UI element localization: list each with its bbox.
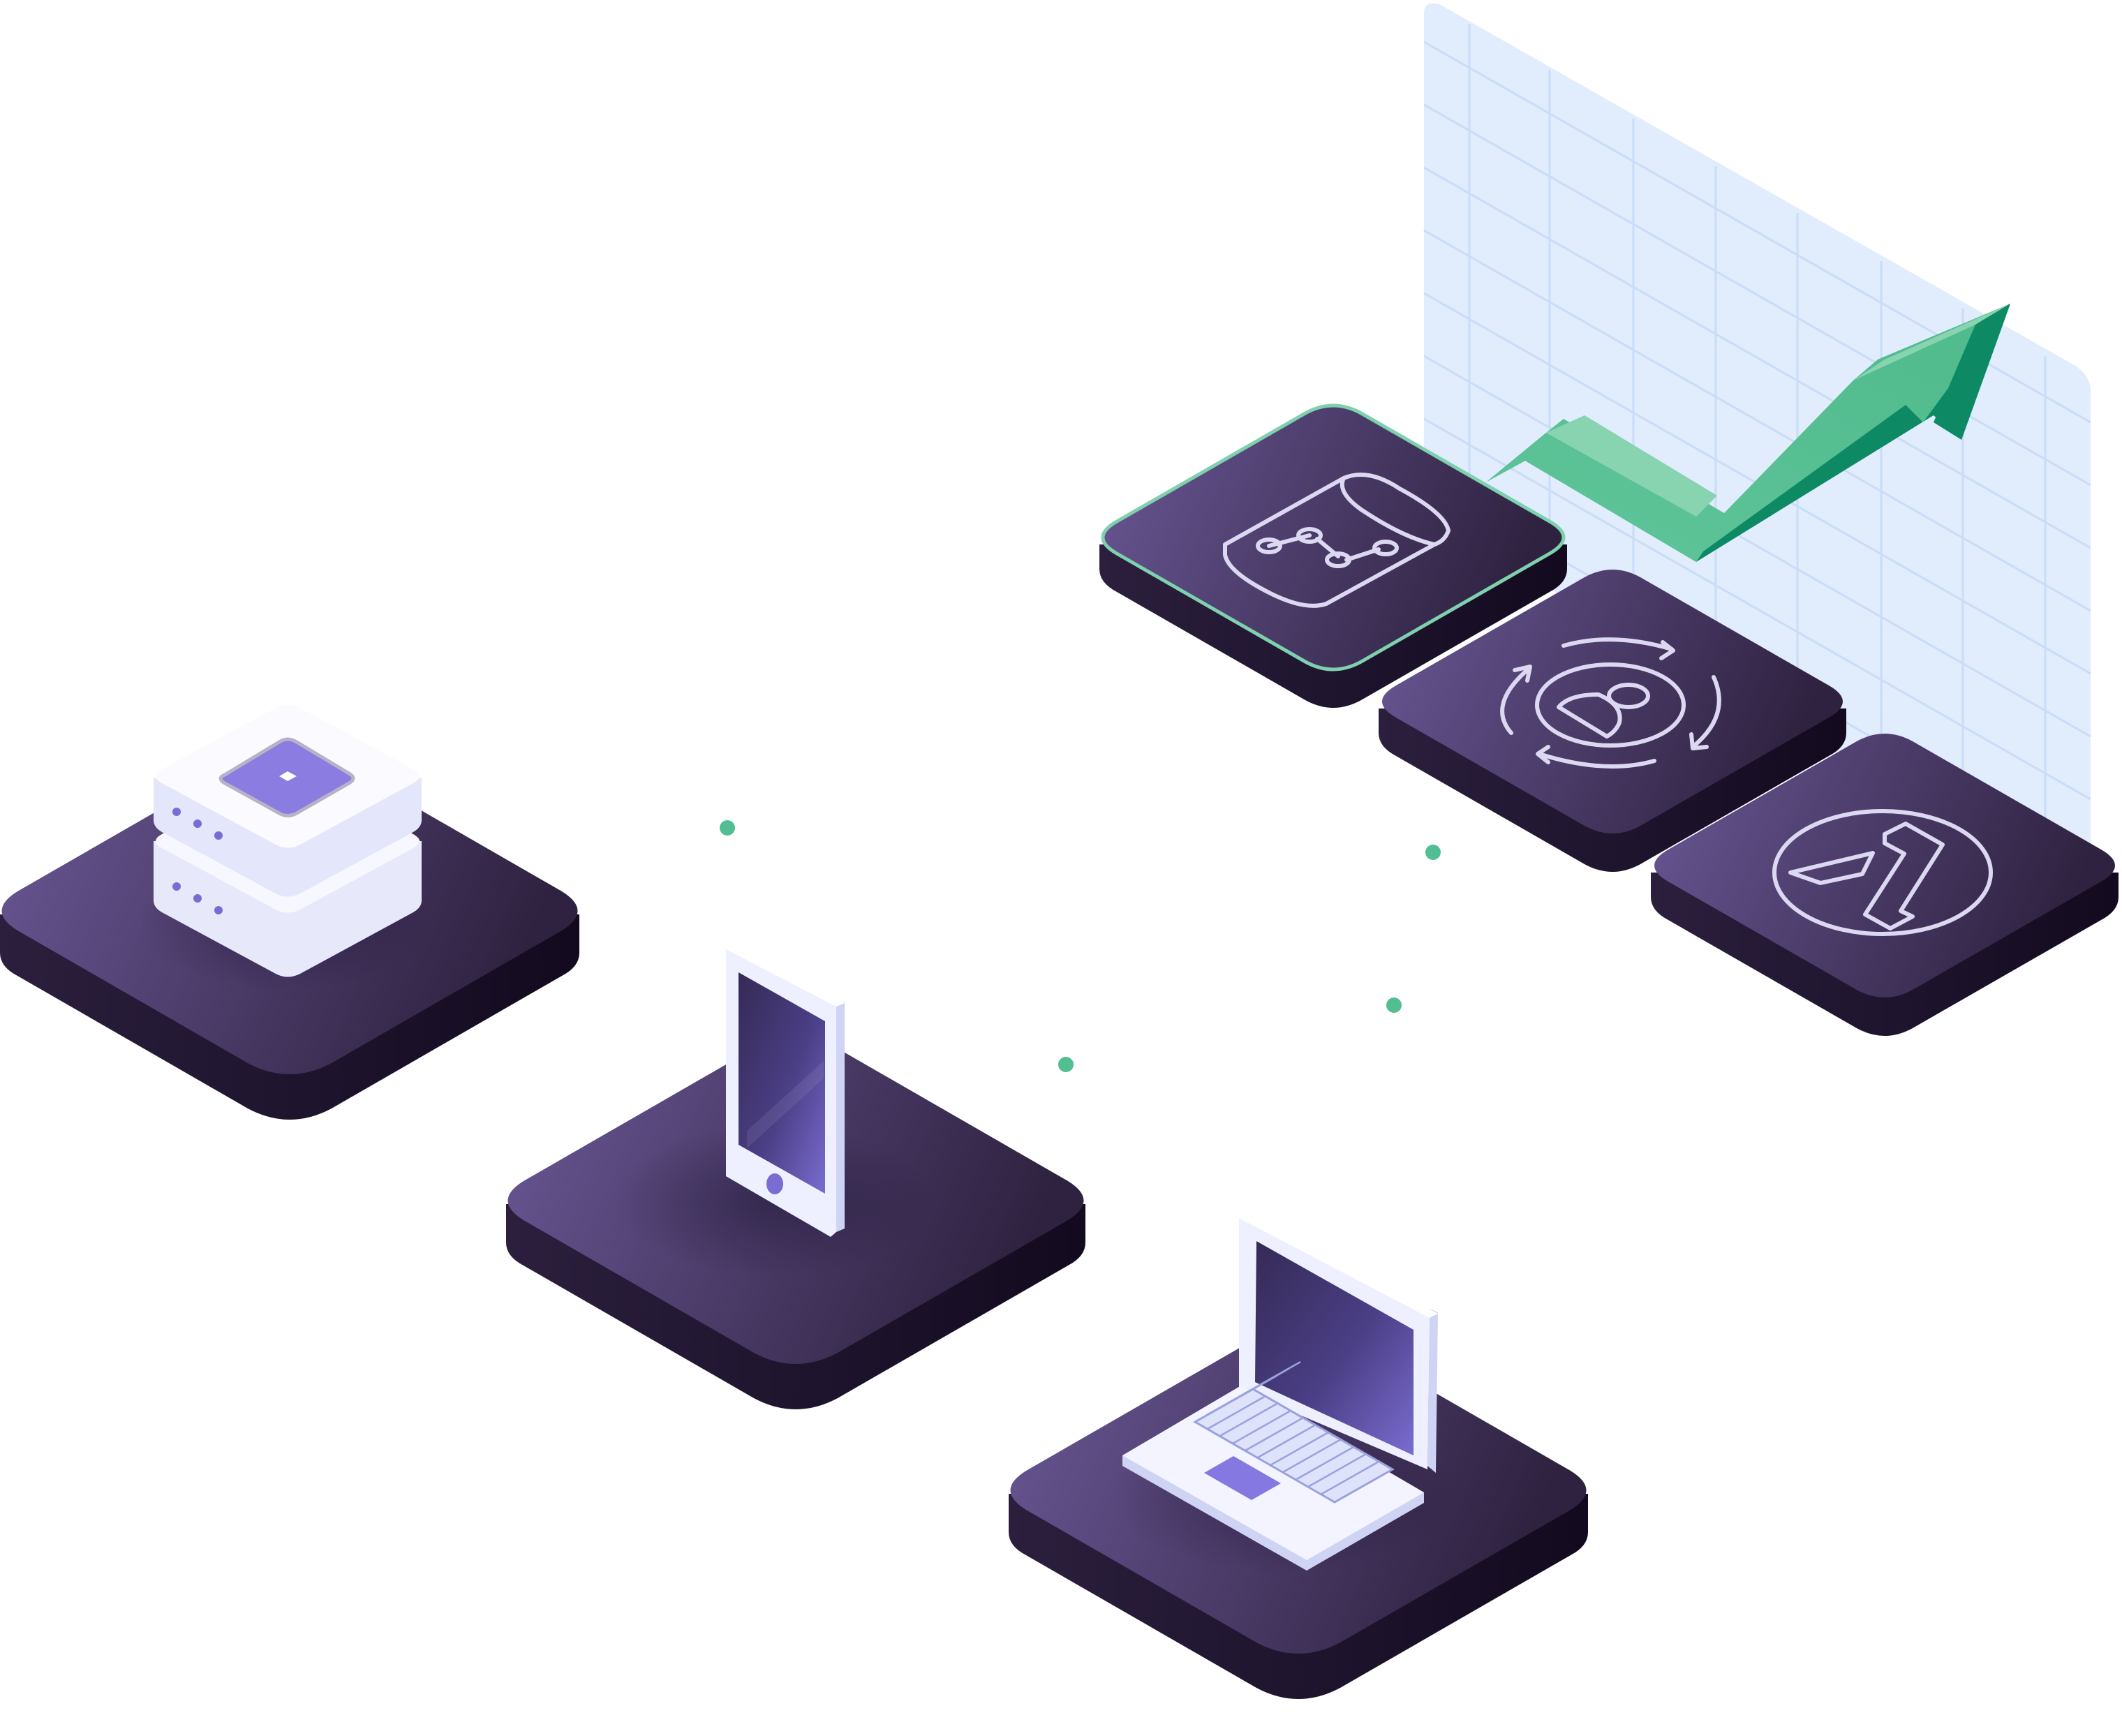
user-sync-icon [1500,637,1721,769]
lambda-function-icon [1772,809,1993,936]
service-tile-user-sync[interactable] [1379,570,1846,872]
connector-dot [1058,1057,1074,1072]
trackpad-icon [1204,1456,1281,1500]
trend-up-arrow-icon [1487,304,2010,562]
status-led-icon [214,831,223,840]
status-led-icon [193,894,202,903]
phone-screen [739,972,825,1194]
selection-outline [1101,403,1566,672]
connector-dot [1386,997,1402,1013]
chart-panel-background [1424,3,2091,901]
service-tile-lambda[interactable] [1651,734,2119,1036]
server-rack-icon [154,704,422,977]
status-led-icon [172,882,181,891]
status-led-icon [193,819,202,828]
laptop-screen [1255,1241,1414,1455]
smartphone-icon [726,942,845,1237]
status-led-icon [172,808,181,816]
status-led-icon [214,906,223,914]
data-lake-icon [1223,473,1450,608]
connector-dot [1425,845,1441,860]
service-tile-data-lake[interactable] [1099,403,1567,708]
connector-dot [720,820,735,836]
laptop-icon [1122,1211,1438,1571]
connector-dots [720,820,1441,1072]
home-button-icon [766,1173,783,1194]
keyboard-keys [1206,1360,1379,1496]
